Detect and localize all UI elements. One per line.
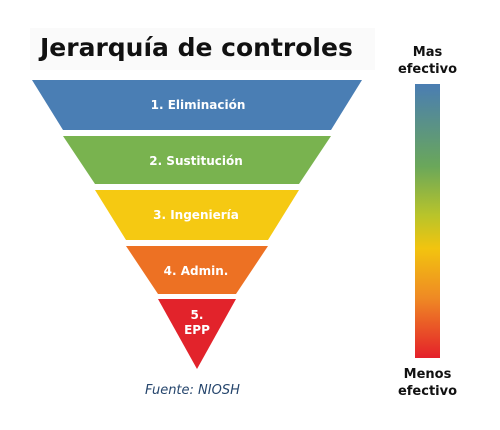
title-background xyxy=(30,28,375,70)
scale-bottom-line1: Menos xyxy=(403,367,452,382)
scale-bottom-line2: efectivo xyxy=(397,384,458,399)
scale-top-line1: Mas xyxy=(412,45,443,60)
level-5-label-text: EPP xyxy=(184,323,210,337)
level-1-band xyxy=(32,80,362,130)
source-caption: Fuente: NIOSH xyxy=(145,383,240,398)
scale-top-label: Mas efectivo xyxy=(385,44,470,78)
effectiveness-gradient-bar xyxy=(415,84,440,358)
page-title: Jerarquía de controles xyxy=(40,33,353,62)
level-3-label: 3. Ingeniería xyxy=(153,208,239,222)
level-2-label: 2. Sustitución xyxy=(149,154,243,168)
level-5-label-number: 5. xyxy=(191,308,204,322)
level-4-label: 4. Admin. xyxy=(164,264,229,278)
level-5-band xyxy=(158,299,236,369)
level-2-band xyxy=(63,136,331,184)
level-3-band xyxy=(95,190,299,240)
scale-top-line2: efectivo xyxy=(397,62,458,77)
scale-bottom-label: Menos efectivo xyxy=(385,366,470,400)
level-1-label: 1. Eliminación xyxy=(151,98,246,112)
level-4-band xyxy=(126,246,268,294)
